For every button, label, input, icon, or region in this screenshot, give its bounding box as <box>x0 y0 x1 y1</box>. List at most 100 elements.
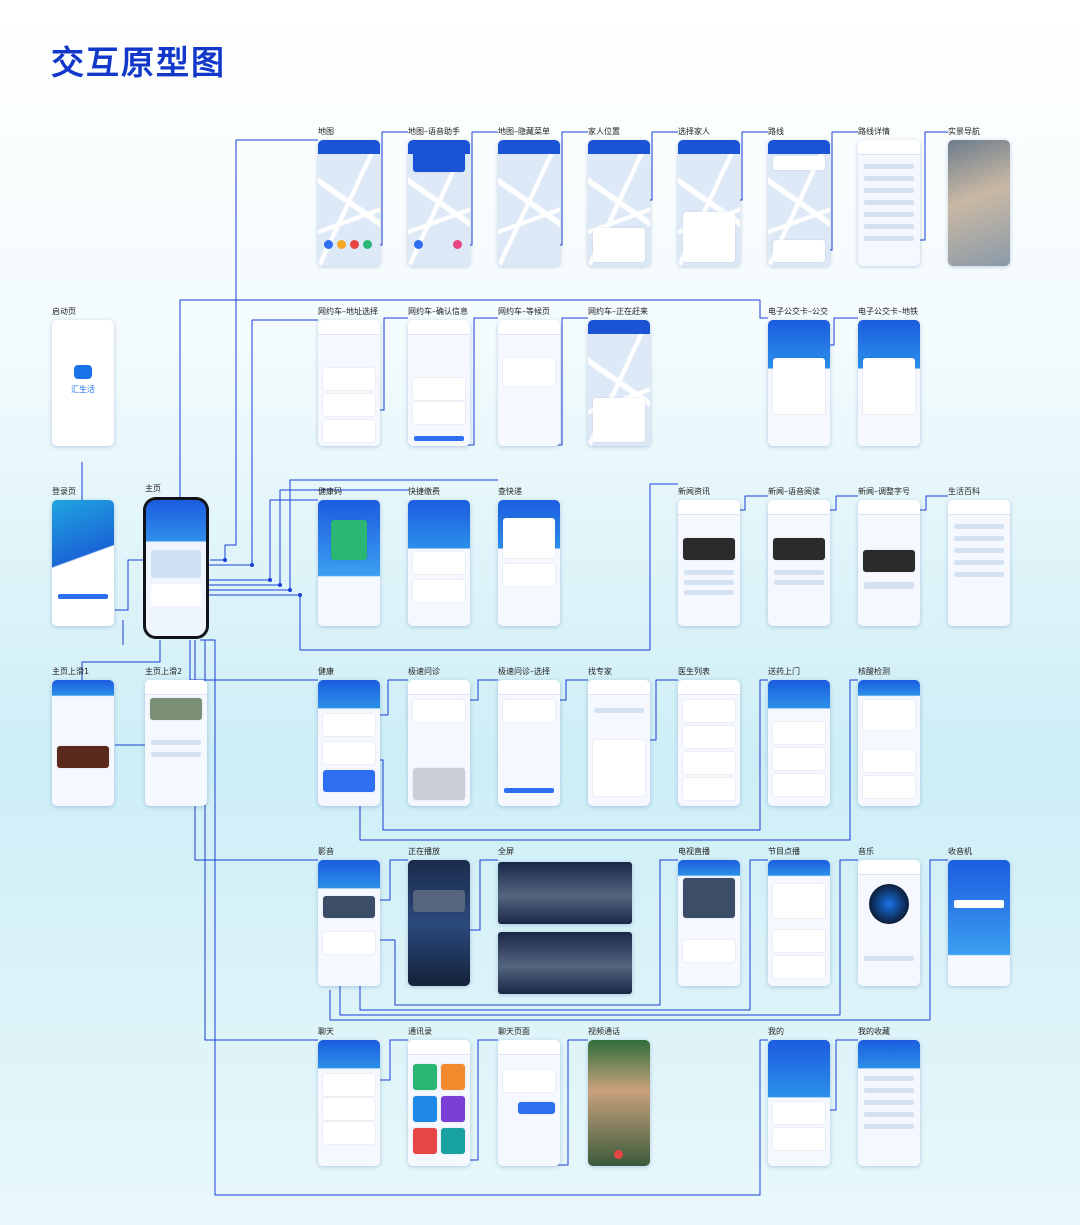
label-choose-family: 选择家人 <box>678 127 710 136</box>
screen-map-voice[interactable] <box>408 140 470 266</box>
screen-map[interactable] <box>318 140 380 266</box>
screen-home-up2[interactable] <box>145 680 207 806</box>
label-encyclopedia: 生活百科 <box>948 487 980 496</box>
screen-ride-coming[interactable] <box>588 320 650 446</box>
phone-home[interactable] <box>143 497 209 639</box>
label-chat: 聊天 <box>318 1027 334 1036</box>
screen-video[interactable] <box>318 860 380 986</box>
label-health: 健康 <box>318 667 334 676</box>
link-home-video <box>194 640 318 861</box>
label-home-up1: 主页上滑1 <box>52 667 90 676</box>
screen-chat[interactable] <box>318 1040 380 1166</box>
label-quick-consult-select: 极速问诊–选择 <box>498 667 550 676</box>
label-news-voice: 新闻–语音阅读 <box>768 487 820 496</box>
label-bus-card: 电子公交卡–公交 <box>768 307 828 316</box>
screen-news-voice[interactable] <box>768 500 830 626</box>
screen-map-menu[interactable] <box>498 140 560 266</box>
link-login-home <box>115 559 143 611</box>
label-route: 路线 <box>768 127 784 136</box>
label-favorites: 我的收藏 <box>858 1027 890 1036</box>
label-video-call: 视频通话 <box>588 1027 620 1036</box>
screen-route-detail[interactable] <box>858 140 920 266</box>
screen-radio[interactable] <box>948 860 1010 986</box>
label-route-detail: 路线详情 <box>858 127 890 136</box>
label-radio: 收音机 <box>948 847 972 856</box>
screen-vod[interactable] <box>768 860 830 986</box>
screen-find-expert[interactable] <box>588 680 650 806</box>
screen-mine[interactable] <box>768 1040 830 1166</box>
screen-ride-address[interactable] <box>318 320 380 446</box>
screen-encyclopedia[interactable] <box>948 500 1010 626</box>
screen-health-code[interactable] <box>318 500 380 626</box>
label-mine: 我的 <box>768 1027 784 1036</box>
label-video: 影音 <box>318 847 334 856</box>
screen-quick-consult-select[interactable] <box>498 680 560 806</box>
screen-quick-consult[interactable] <box>408 680 470 806</box>
label-ride-coming: 网约车–正在赶来 <box>588 307 648 316</box>
label-map: 地图 <box>318 127 334 136</box>
label-quick-consult: 极速问诊 <box>408 667 440 676</box>
link-home-health <box>189 640 318 681</box>
label-news-font: 新闻–调整字号 <box>858 487 910 496</box>
label-ar-nav: 实景导航 <box>948 127 980 136</box>
label-map-voice: 地图–语音助手 <box>408 127 460 136</box>
screen-ar-nav[interactable] <box>948 140 1010 266</box>
screen-quick-pay[interactable] <box>408 500 470 626</box>
label-home-up2: 主页上滑2 <box>145 667 183 676</box>
screen-choose-family[interactable] <box>678 140 740 266</box>
screen-route[interactable] <box>768 140 830 266</box>
screen-family-location[interactable] <box>588 140 650 266</box>
label-find-expert: 找专家 <box>588 667 612 676</box>
screen-login[interactable] <box>52 500 114 626</box>
screen-now-playing[interactable] <box>408 860 470 986</box>
label-home: 主页 <box>145 484 161 493</box>
label-contacts: 通讯录 <box>408 1027 432 1036</box>
screen-ride-confirm[interactable] <box>408 320 470 446</box>
screen-home-up1[interactable] <box>52 680 114 806</box>
link-home-chat <box>204 640 318 1041</box>
screen-nucleic-test[interactable] <box>858 680 920 806</box>
screen-favorites[interactable] <box>858 1040 920 1166</box>
screen-doctor-list[interactable] <box>678 680 740 806</box>
screen-tv-live[interactable] <box>678 860 740 986</box>
page-title: 交互原型图 <box>51 43 226 82</box>
label-ride-wait: 网约车–等候页 <box>498 307 550 316</box>
label-nucleic-test: 核酸检测 <box>858 667 890 676</box>
app-logo-icon <box>74 365 92 379</box>
label-tv-live: 电视直播 <box>678 847 710 856</box>
screen-metro-card[interactable] <box>858 320 920 446</box>
link-home-map <box>210 139 318 561</box>
label-fullscreen: 全屏 <box>498 847 514 856</box>
label-vod: 节目点播 <box>768 847 800 856</box>
label-health-code: 健康码 <box>318 487 342 496</box>
label-login: 登录页 <box>52 487 76 496</box>
label-quick-pay: 快捷缴费 <box>408 487 440 496</box>
screen-express[interactable] <box>498 500 560 626</box>
label-launch: 启动页 <box>52 307 76 316</box>
label-metro-card: 电子公交卡–地铁 <box>858 307 918 316</box>
screen-news-font[interactable] <box>858 500 920 626</box>
label-now-playing: 正在播放 <box>408 847 440 856</box>
screen-contacts[interactable] <box>408 1040 470 1166</box>
label-medicine-delivery: 送药上门 <box>768 667 800 676</box>
label-doctor-list: 医生列表 <box>678 667 710 676</box>
label-ride-address: 网约车–地址选择 <box>318 307 378 316</box>
label-family-location: 家人位置 <box>588 127 620 136</box>
screen-fullscreen[interactable] <box>498 862 632 924</box>
screen-video-call[interactable] <box>588 1040 650 1166</box>
screen-medicine-delivery[interactable] <box>768 680 830 806</box>
label-news: 新闻资讯 <box>678 487 710 496</box>
app-name: 汇生活 <box>71 385 95 394</box>
screen-news[interactable] <box>678 500 740 626</box>
screen-ride-wait[interactable] <box>498 320 560 446</box>
label-map-menu: 地图–隐藏菜单 <box>498 127 550 136</box>
screen-chat-page[interactable] <box>498 1040 560 1166</box>
label-music: 音乐 <box>858 847 874 856</box>
screen-music[interactable] <box>858 860 920 986</box>
screen-fullscreen-alt[interactable] <box>498 932 632 994</box>
screen-health[interactable] <box>318 680 380 806</box>
screen-bus-card[interactable] <box>768 320 830 446</box>
label-ride-confirm: 网约车–确认信息 <box>408 307 468 316</box>
label-express: 查快递 <box>498 487 522 496</box>
screen-launch[interactable]: 汇生活 <box>52 320 114 446</box>
